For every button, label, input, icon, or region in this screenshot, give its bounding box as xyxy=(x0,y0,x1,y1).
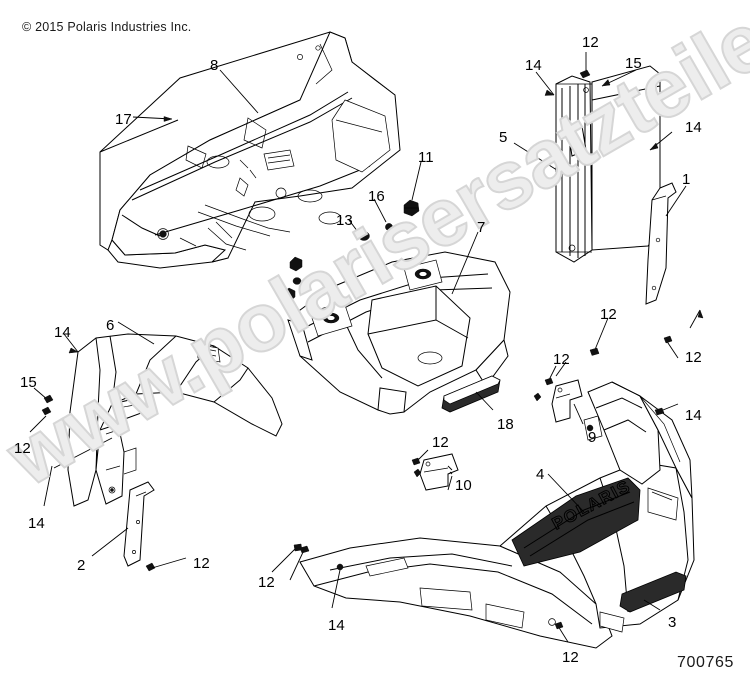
part-9-bracket xyxy=(534,366,583,424)
callout-13-nut-large: 13 xyxy=(336,212,353,229)
part-10-tab xyxy=(412,450,458,490)
callout-2-brace-left: 2 xyxy=(77,557,86,574)
bumper-fasteners xyxy=(290,318,678,642)
callout-12-screw-small: 12 xyxy=(562,649,579,666)
leader-18 xyxy=(476,392,493,410)
callout-14-screw: 14 xyxy=(328,617,345,634)
callout-15-rivet: 15 xyxy=(20,374,37,391)
leader-8 xyxy=(220,70,258,113)
callout-12-screw-small: 12 xyxy=(582,34,599,51)
callout-12-screw-small: 12 xyxy=(685,349,702,366)
callout-9-bracket-small: 9 xyxy=(588,429,597,446)
leader-3 xyxy=(644,600,660,610)
fastener-13 xyxy=(349,220,370,241)
callout-12-screw-small: 12 xyxy=(432,434,449,451)
callout-8-hood-inner-panel: 8 xyxy=(210,57,219,74)
fastener-cluster-center xyxy=(284,46,320,301)
leader-7 xyxy=(452,232,478,294)
leader-9 xyxy=(574,404,583,424)
part-6-left-fender xyxy=(68,322,282,506)
callout-12-screw-small: 12 xyxy=(553,351,570,368)
callout-17-seal-strip: 17 xyxy=(115,111,132,128)
fastener-16 xyxy=(374,199,393,231)
callout-14-screw: 14 xyxy=(685,119,702,136)
part-3-lower-vent-screen xyxy=(620,572,686,612)
fastener-12-bottom xyxy=(272,544,302,572)
callout-16-nut-small: 16 xyxy=(368,188,385,205)
leader-4 xyxy=(548,474,584,512)
part-18-vent-screen xyxy=(442,376,500,412)
callout-14-screw: 14 xyxy=(54,324,71,341)
callout-12-screw-small: 12 xyxy=(193,555,210,572)
part-5-side-grille-panel xyxy=(514,66,660,262)
leader-5 xyxy=(514,143,560,172)
callout-5-side-panel-grille: 5 xyxy=(499,129,508,146)
callout-12-screw-small: 12 xyxy=(600,306,617,323)
callout-4-front-bumper: 4 xyxy=(536,466,545,483)
callout-12-screw-small: 12 xyxy=(14,440,31,457)
part-2-left-brace xyxy=(92,482,186,571)
part-8-hood-inner-panel xyxy=(100,32,400,268)
callout-14-screw: 14 xyxy=(525,57,542,74)
part-1-right-bracket xyxy=(646,183,703,328)
fastener-11 xyxy=(404,162,421,216)
callout-10-bracket-tab: 10 xyxy=(455,477,472,494)
callout-1-bracket-right: 1 xyxy=(682,171,691,188)
leader-2 xyxy=(92,528,128,556)
callout-14-screw: 14 xyxy=(28,515,45,532)
callout-15-rivet: 15 xyxy=(625,55,642,72)
leader-17 xyxy=(100,117,178,153)
callout-7-hood-outer: 7 xyxy=(477,219,486,236)
copyright-notice: © 2015 Polaris Industries Inc. xyxy=(22,20,192,34)
fasteners-left xyxy=(30,334,112,506)
callout-18-vent-screen: 18 xyxy=(497,416,514,433)
callout-11-clip-fastener: 11 xyxy=(418,149,434,166)
callout-12-screw-small: 12 xyxy=(258,574,275,591)
fasteners-top-right xyxy=(536,52,672,150)
part-7-hood-outer xyxy=(288,232,510,414)
callout-14-screw: 14 xyxy=(685,407,702,424)
leader-1 xyxy=(666,186,686,216)
leader-6 xyxy=(118,322,154,344)
callout-6-fender-left: 6 xyxy=(106,317,115,334)
diagram-number: 700765 xyxy=(677,654,734,671)
callout-3-vent-screen-lower: 3 xyxy=(668,614,677,631)
